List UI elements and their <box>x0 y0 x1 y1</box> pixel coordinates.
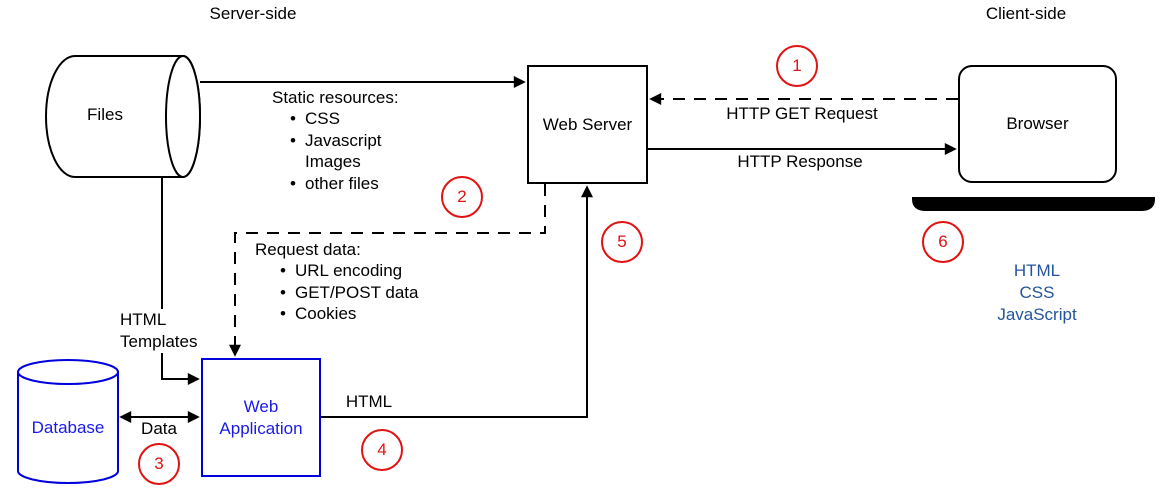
bullet-icon: • <box>290 131 296 150</box>
web-server-label: Web Server <box>542 114 633 134</box>
request-data-item: •URL encoding <box>280 261 403 280</box>
client-side-heading: Client-side <box>985 4 1067 23</box>
static-resources-item: Images <box>305 152 361 171</box>
step-marker-4: 4 <box>361 429 403 471</box>
html-templates-label: HTML Templates <box>117 309 201 353</box>
http-get-request-label: HTTP GET Request <box>726 104 878 123</box>
step-marker-6: 6 <box>922 221 964 263</box>
database-cylinder-shape <box>17 359 119 484</box>
step-marker-1: 1 <box>776 45 818 87</box>
edge-html-templates <box>161 177 200 385</box>
browser-node: Browser <box>958 65 1117 183</box>
static-resources-title: Static resources: <box>272 88 399 107</box>
bullet-icon: • <box>280 304 286 323</box>
request-data-item: •GET/POST data <box>280 283 419 302</box>
request-data-title: Request data: <box>255 240 361 259</box>
static-resources-item: •other files <box>290 174 379 193</box>
server-side-heading: Server-side <box>209 4 297 23</box>
data-label: Data <box>141 419 177 438</box>
database-label: Database <box>31 418 105 437</box>
http-response-label: HTTP Response <box>737 152 863 171</box>
files-label: Files <box>87 105 123 124</box>
edge-request-data <box>229 184 546 357</box>
files-cylinder-shape <box>45 55 201 178</box>
static-resources-item: •Javascript <box>290 131 382 150</box>
html-label: HTML <box>345 392 393 411</box>
bullet-icon: • <box>290 109 296 128</box>
step-marker-5: 5 <box>601 221 643 263</box>
bullet-icon: • <box>280 261 286 280</box>
step-marker-3: 3 <box>138 443 180 485</box>
request-data-item: •Cookies <box>280 304 357 323</box>
edge-html <box>321 185 593 418</box>
bullet-icon: • <box>290 174 296 193</box>
step-marker-2: 2 <box>441 176 483 218</box>
laptop-base <box>912 197 1155 211</box>
web-application-label: Web Application <box>219 396 303 438</box>
web-server-node: Web Server <box>527 65 648 184</box>
browser-label: Browser <box>1006 114 1069 133</box>
web-application-node: Web Application <box>201 358 321 477</box>
bullet-icon: • <box>280 283 286 302</box>
browser-payload: HTML CSS JavaScript <box>997 261 1077 324</box>
static-resources-item: •CSS <box>290 109 340 128</box>
